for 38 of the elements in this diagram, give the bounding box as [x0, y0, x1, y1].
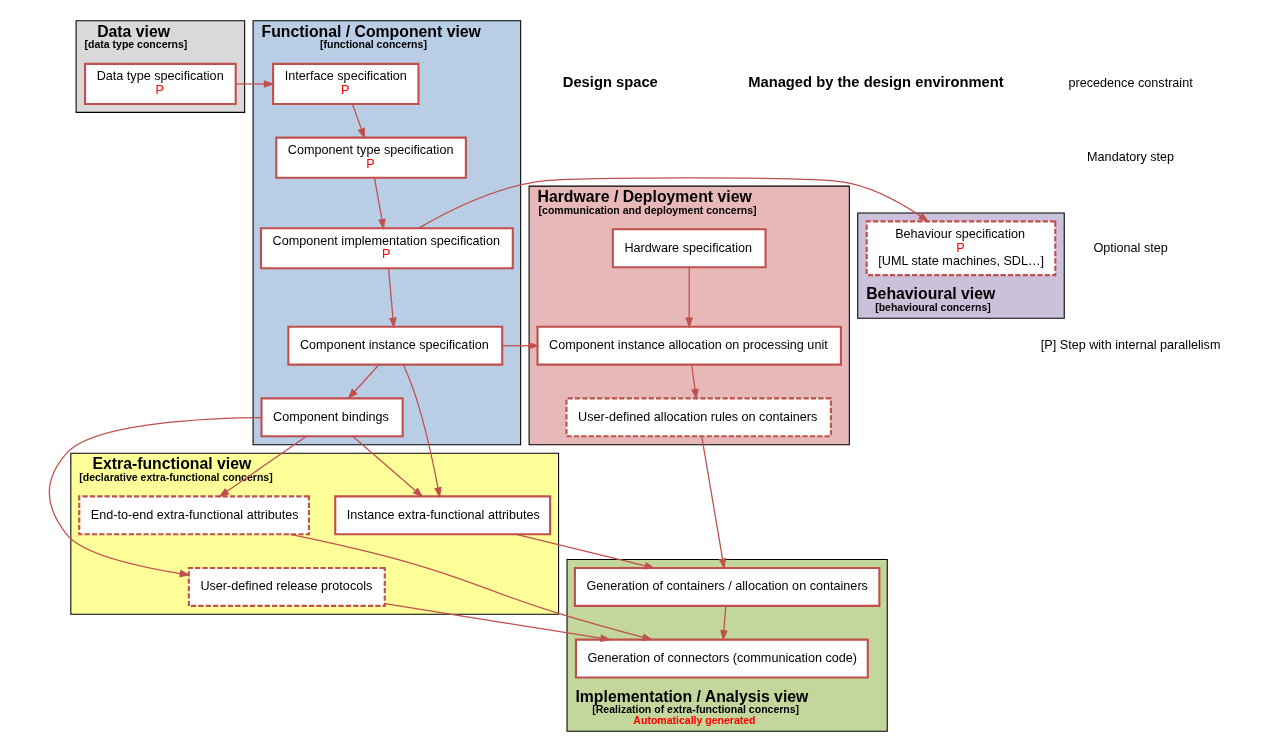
label: Managed by the design environment [747, 73, 1004, 90]
arrow [289, 533, 653, 641]
node-box: Instance extra-functional attributes [333, 495, 551, 536]
legend-label: Optional step [1092, 240, 1168, 255]
node-box: Generation of connectors (communication code) [574, 638, 869, 679]
arrow [347, 364, 379, 400]
node-box: End-to-end extra-functional attributes [77, 495, 310, 536]
arrow [719, 605, 728, 642]
node-box: Component instance allocation on processing unit [535, 325, 842, 366]
arrow [684, 266, 693, 329]
node-box: User-defined allocation rules on containers [564, 397, 832, 438]
arrow [402, 364, 442, 499]
node-box: Data type specification P [83, 62, 237, 105]
arrow [351, 435, 423, 498]
legend-label: precedence constraint [1067, 76, 1193, 91]
legend-label: [P] Step with internal parallelism [1040, 337, 1220, 352]
arrow [515, 533, 656, 570]
node-box: User-defined release protocols [187, 566, 386, 607]
arrow [417, 177, 929, 229]
node-box: Component bindings [259, 397, 404, 438]
label: Design space [562, 73, 658, 90]
arrow [351, 103, 365, 140]
node-box: Generation of containers / allocation on containers [573, 566, 880, 607]
arrow [48, 416, 262, 578]
node-box: Interface specification P [271, 62, 420, 105]
node-box: Component instance specification [286, 325, 503, 366]
node-box: Component type specification P [274, 136, 467, 179]
node-box: Behaviour specification P [UML state machines, SDL…] [865, 220, 1056, 277]
legend-label: Mandatory step [1086, 149, 1174, 164]
arrow [373, 177, 386, 230]
arrow [387, 268, 397, 329]
arrow [234, 80, 275, 88]
arrow [501, 341, 539, 350]
node-box: Hardware specification [611, 228, 767, 269]
arrow [700, 435, 726, 570]
arrow [383, 603, 611, 642]
arrow [690, 364, 699, 400]
node-box: Component implementation specification P [259, 227, 514, 270]
